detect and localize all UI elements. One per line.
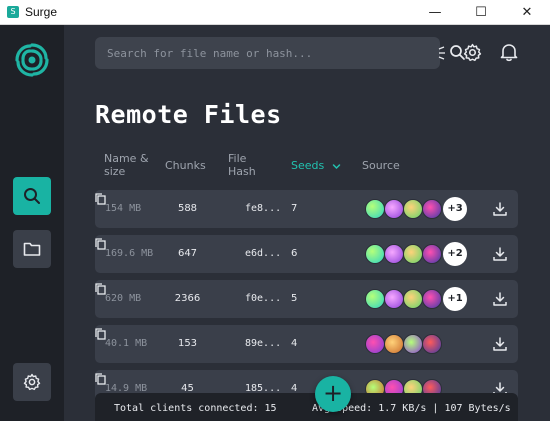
- average-speed: Avg Speed: 1.7 KB/s | 107 Bytes/s: [312, 403, 511, 414]
- copy-icon[interactable]: [95, 283, 106, 295]
- file-hash: f0e...: [245, 293, 282, 304]
- column-header-source[interactable]: Source: [362, 159, 400, 172]
- avatar: [384, 334, 404, 354]
- avatar: [365, 244, 385, 264]
- chunk-count: 588: [177, 203, 198, 214]
- download-icon[interactable]: [492, 291, 508, 307]
- more-sources-badge[interactable]: +2: [443, 242, 467, 266]
- avatar: [384, 244, 404, 264]
- seed-count: 6: [291, 248, 298, 259]
- column-header-hash[interactable]: File Hash: [228, 152, 256, 178]
- file-size: 620 MB: [105, 293, 142, 304]
- avatar: [422, 244, 442, 264]
- close-button[interactable]: ✕: [521, 5, 533, 20]
- file-hash: 89e...: [245, 338, 282, 349]
- maximize-button[interactable]: ☐: [475, 5, 487, 20]
- table-row[interactable]: 620 MB 2366 f0e... 5 +1: [95, 280, 518, 318]
- seed-count: 4: [291, 338, 298, 349]
- avatar: [422, 289, 442, 309]
- sidebar-files-button[interactable]: [13, 230, 51, 268]
- download-icon[interactable]: [492, 246, 508, 262]
- copy-icon[interactable]: [95, 373, 106, 385]
- minimize-button[interactable]: —: [428, 5, 442, 20]
- avatar: [384, 199, 404, 219]
- file-size: 169.6 MB: [105, 248, 154, 259]
- window-title: Surge: [25, 5, 58, 19]
- download-icon[interactable]: [492, 201, 508, 217]
- avatar: [384, 289, 404, 309]
- avatar: [365, 199, 385, 219]
- app-icon: S: [7, 6, 19, 18]
- search-actions: [438, 41, 484, 65]
- chunk-count: 647: [177, 248, 198, 259]
- file-size: 154 MB: [105, 203, 142, 214]
- file-hash: 185...: [245, 383, 282, 394]
- search-bar: [95, 37, 440, 69]
- copy-icon[interactable]: [95, 238, 106, 250]
- avatar: [422, 334, 442, 354]
- chunk-count: 153: [177, 338, 198, 349]
- window-titlebar: S Surge — ☐ ✕: [0, 0, 550, 25]
- column-header-chunks[interactable]: Chunks: [165, 159, 206, 172]
- table-row[interactable]: 169.6 MB 647 e6d... 6 +2: [95, 235, 518, 273]
- more-sources-badge[interactable]: +3: [443, 197, 467, 221]
- file-hash: fe8...: [245, 203, 282, 214]
- status-bar: Total clients connected: 15 Avg Speed: 1…: [95, 393, 518, 421]
- table-row[interactable]: 154 MB 588 fe8... 7 +3: [95, 190, 518, 228]
- search-input[interactable]: [95, 37, 425, 69]
- column-header-seeds[interactable]: Seeds: [291, 159, 341, 172]
- sidebar: [0, 25, 64, 421]
- chunk-count: 45: [181, 383, 194, 394]
- seed-count: 4: [291, 383, 298, 394]
- file-size: 40.1 MB: [105, 338, 148, 349]
- folder-icon: [23, 242, 41, 256]
- chevron-down-icon: [332, 163, 340, 169]
- avatar: [422, 199, 442, 219]
- table-row[interactable]: 40.1 MB 153 89e... 4: [95, 325, 518, 363]
- more-sources-badge[interactable]: +1: [443, 287, 467, 311]
- filter-icon[interactable]: [438, 46, 446, 60]
- copy-icon[interactable]: [95, 328, 106, 340]
- file-hash: e6d...: [245, 248, 282, 259]
- column-header-seeds-label: Seeds: [291, 159, 325, 172]
- seed-count: 7: [291, 203, 298, 214]
- add-file-button[interactable]: +: [315, 376, 351, 412]
- avatar: [403, 199, 423, 219]
- bell-icon[interactable]: [498, 41, 520, 63]
- search-icon: [24, 188, 40, 204]
- avatar: [365, 289, 385, 309]
- copy-icon[interactable]: [95, 193, 106, 205]
- file-size: 14.9 MB: [105, 383, 148, 394]
- avatar: [403, 334, 423, 354]
- surge-logo-icon: [15, 43, 49, 77]
- search-submit-icon[interactable]: [449, 44, 466, 61]
- gear-icon: [23, 373, 41, 391]
- column-header-name[interactable]: Name & size: [104, 152, 149, 178]
- chunk-count: 2366: [174, 293, 201, 304]
- gear-icon[interactable]: [463, 43, 482, 62]
- sidebar-search-button[interactable]: [13, 177, 51, 215]
- clients-connected: Total clients connected: 15: [114, 403, 277, 414]
- page-title: Remote Files: [95, 100, 282, 129]
- seed-count: 5: [291, 293, 298, 304]
- sidebar-settings-button[interactable]: [13, 363, 51, 401]
- avatar: [365, 334, 385, 354]
- avatar: [403, 244, 423, 264]
- avatar: [403, 289, 423, 309]
- download-icon[interactable]: [492, 336, 508, 352]
